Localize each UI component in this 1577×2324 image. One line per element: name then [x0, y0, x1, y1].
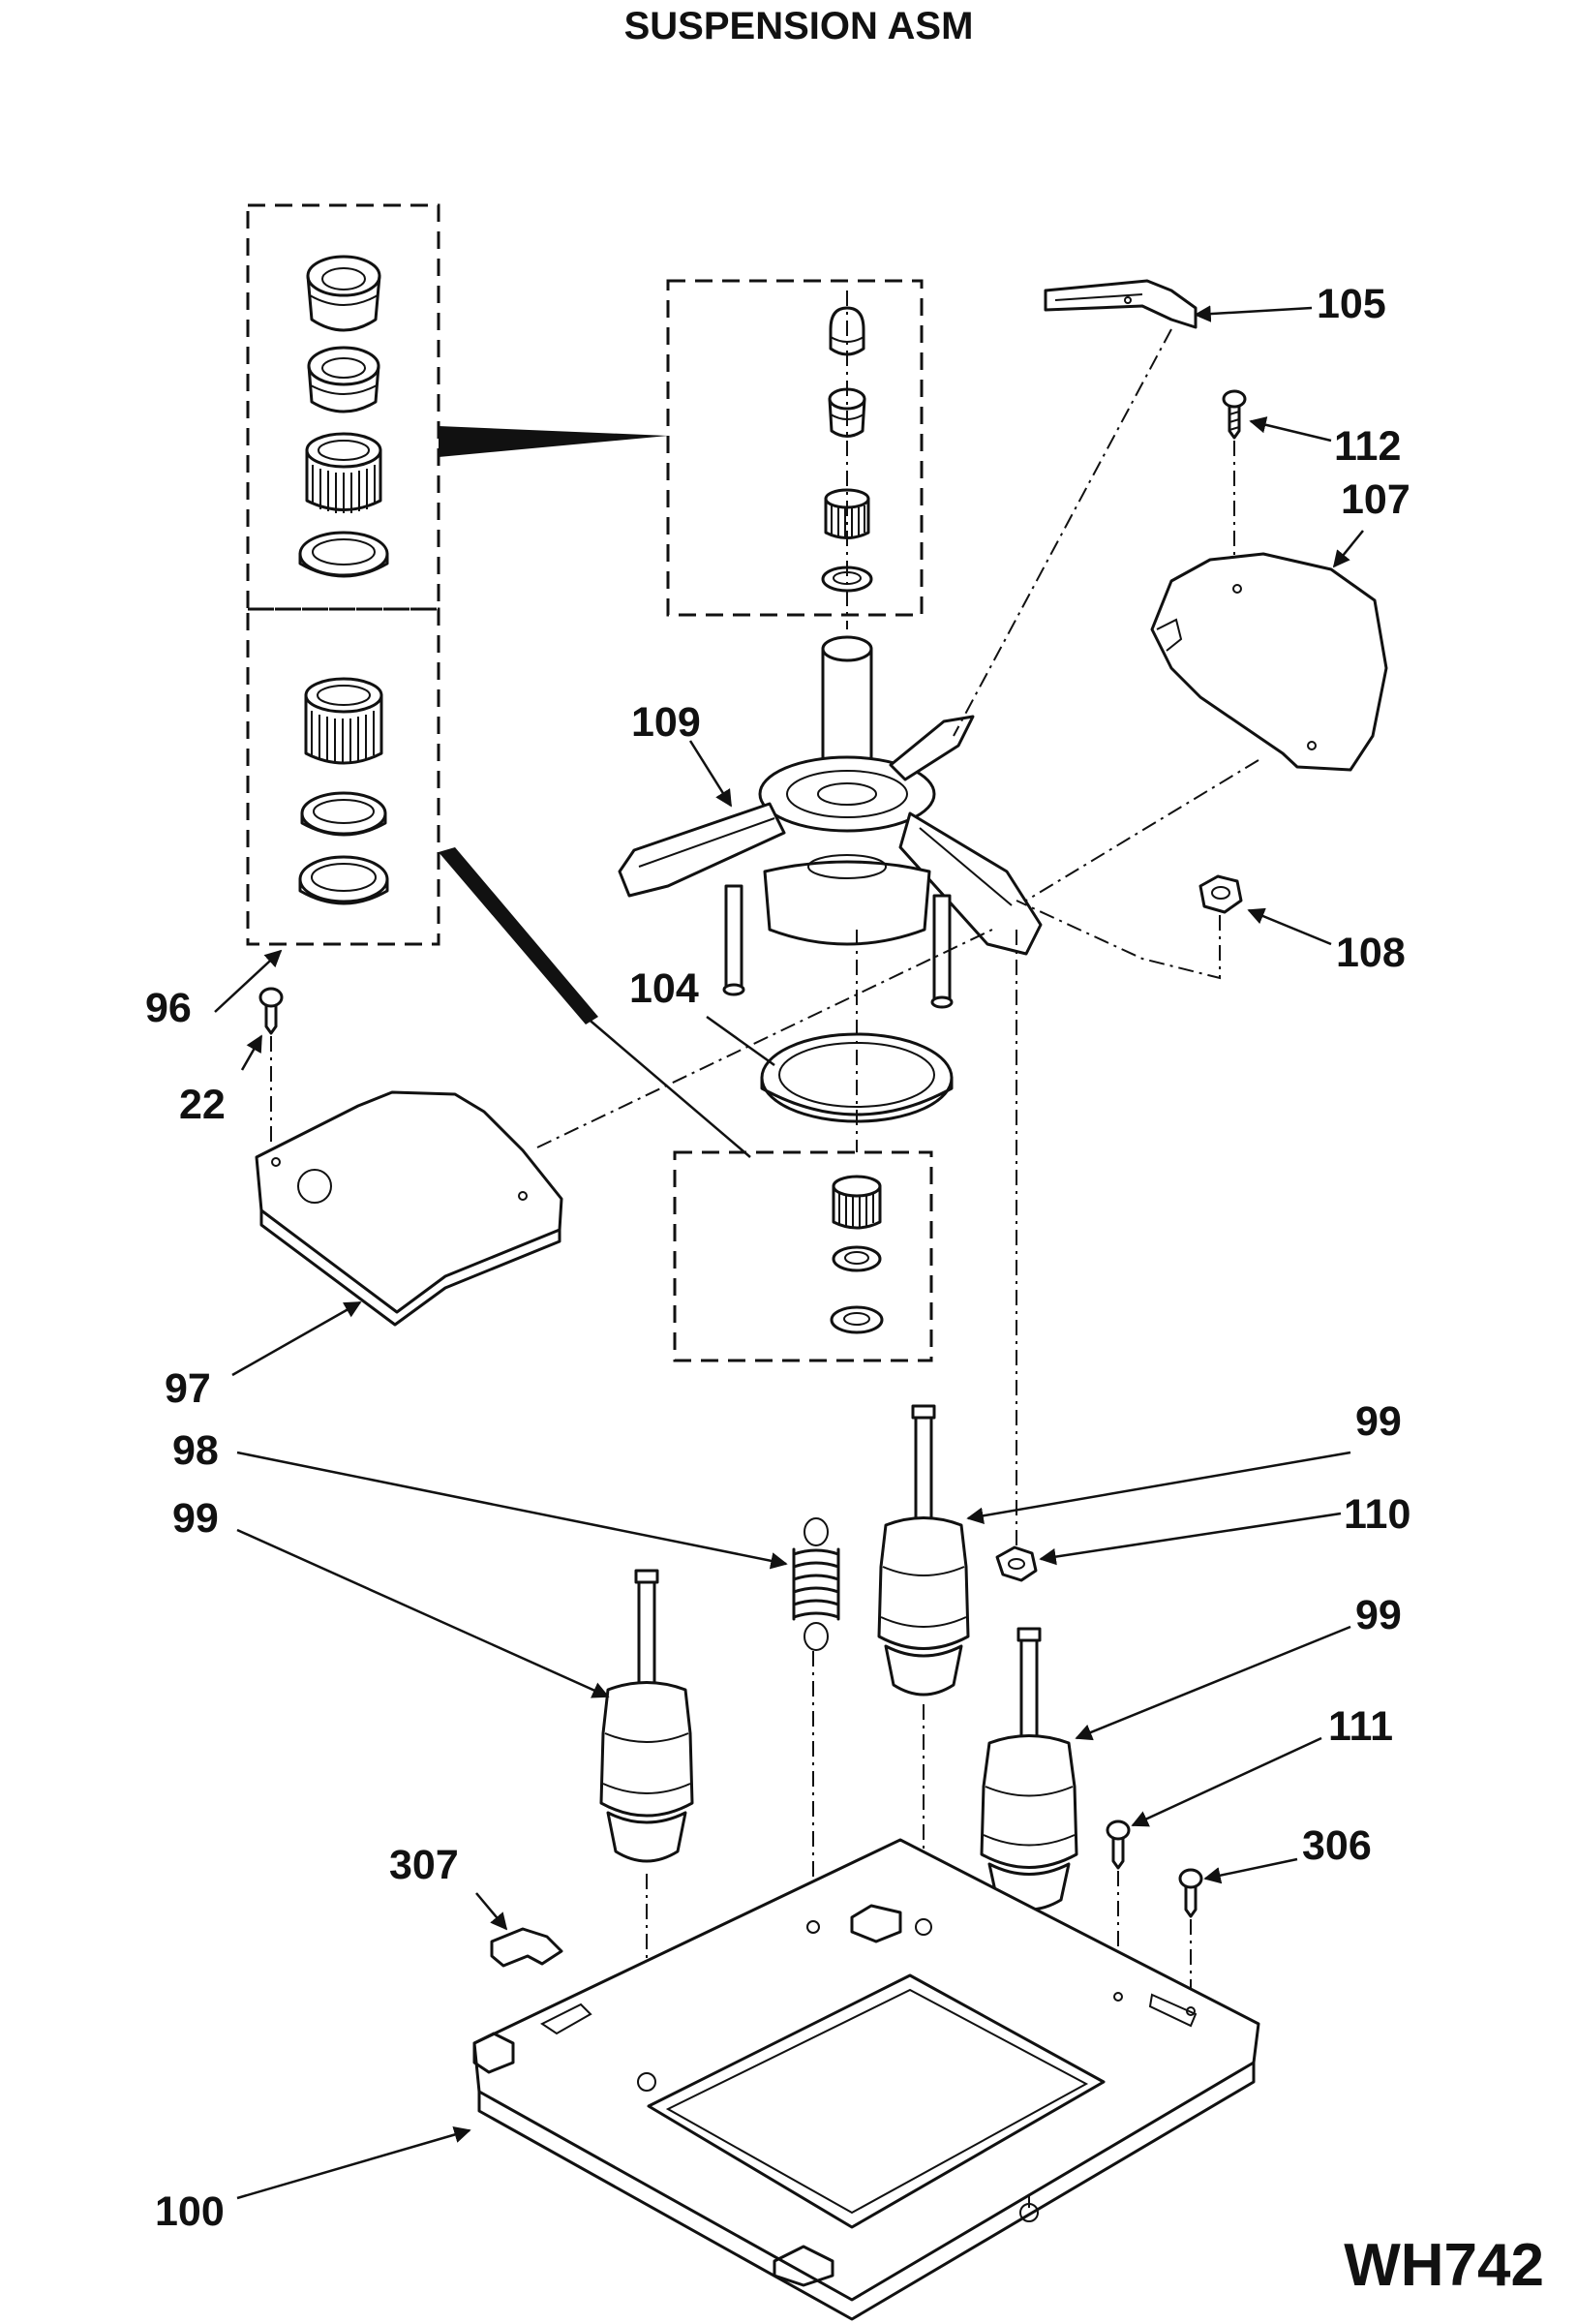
callout-110: 110	[1344, 1491, 1410, 1538]
screw-112	[1222, 389, 1247, 440]
callout-112: 112	[1334, 423, 1401, 470]
callout-99-left: 99	[172, 1495, 219, 1542]
strut-99-right	[980, 1627, 1078, 1911]
callout-107: 107	[1341, 476, 1410, 523]
bearing-kit-box-left-lower	[246, 607, 440, 946]
needle-bearing-small-lower	[832, 1175, 882, 1230]
callout-labels: 105 112 107 109 108 96 104 22 97 99 98 1…	[145, 281, 1410, 2235]
callout-97: 97	[165, 1365, 211, 1412]
leaders	[214, 305, 1364, 2200]
bracket-105	[1044, 279, 1198, 329]
kit-pointer-lower	[439, 847, 751, 1158]
callout-307: 307	[389, 1842, 459, 1888]
diagram-title: SUSPENSION ASM	[624, 5, 974, 47]
callout-100: 100	[155, 2188, 225, 2235]
diagram-code: WH742	[1344, 2232, 1544, 2299]
callout-22: 22	[179, 1082, 226, 1128]
callout-104: 104	[629, 965, 699, 1012]
ring-lower-left-2	[298, 855, 389, 905]
ring-upper-left	[298, 531, 389, 578]
needle-bearing-upper-left	[305, 432, 382, 513]
needle-bearing-lower-left	[304, 677, 383, 765]
screw-22	[258, 987, 284, 1035]
ring-lower-left-1	[300, 791, 387, 837]
callout-96: 96	[145, 985, 192, 1031]
callout-109: 109	[631, 699, 701, 746]
ring-small-lower-1	[832, 1245, 882, 1272]
clip-307	[490, 1927, 563, 1968]
callout-99-right: 99	[1355, 1592, 1402, 1638]
seal-upper	[306, 255, 381, 332]
callout-306: 306	[1302, 1822, 1372, 1869]
strut-99-center	[877, 1404, 970, 1697]
nut-108	[1198, 874, 1243, 914]
cover-plate-107	[1150, 552, 1388, 772]
callout-108: 108	[1336, 930, 1406, 976]
bearing-kit-box-lower-center	[673, 1150, 933, 1362]
callout-99-center: 99	[1355, 1398, 1402, 1445]
bearing-kit-box-upper-center	[666, 279, 924, 617]
base-frame-100	[472, 1838, 1260, 2321]
ring-small-lower-2	[830, 1305, 884, 1334]
callout-111: 111	[1328, 1703, 1393, 1750]
callout-98: 98	[172, 1427, 219, 1474]
cover-plate-97	[255, 1090, 563, 1327]
screw-111	[1106, 1819, 1131, 1870]
spider-assembly-109	[618, 635, 1043, 1009]
nut-110	[995, 1545, 1038, 1582]
kit-pointer-upper	[439, 426, 668, 457]
seal-middle	[307, 346, 380, 413]
callout-105: 105	[1317, 281, 1386, 327]
spring-98	[792, 1517, 840, 1651]
gasket-ring-104	[760, 1032, 954, 1123]
strut-99-left	[599, 1569, 694, 1863]
screw-306	[1178, 1868, 1203, 1918]
